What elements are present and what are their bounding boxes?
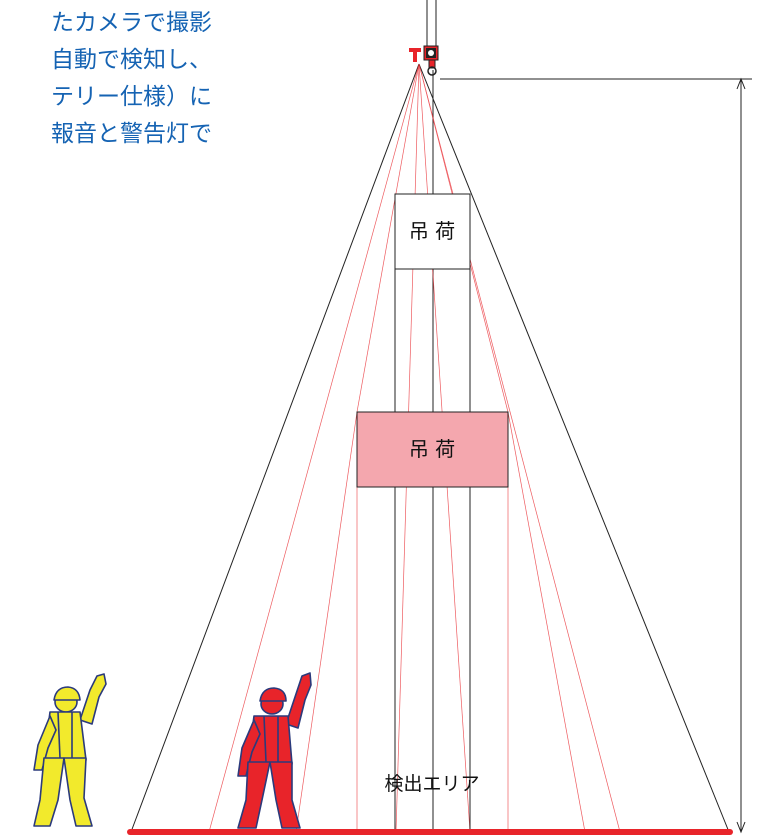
height-dimension-line xyxy=(440,77,752,834)
load-box-lower xyxy=(356,411,509,488)
load-box-upper xyxy=(394,193,471,270)
detection-sight-lines xyxy=(208,63,621,833)
detection-area-bar xyxy=(127,829,733,835)
load-lower-label: 吊 荷 xyxy=(409,437,455,461)
camera-view-cone xyxy=(130,63,730,833)
description-line-2: 自動で検知し、 xyxy=(51,47,212,73)
description-line-3: テリー仕様）に xyxy=(51,84,212,110)
worker-yellow-icon xyxy=(33,673,107,827)
description-line-4: 報音と警告灯で xyxy=(51,121,212,147)
crane-hook-camera-icon xyxy=(409,45,439,76)
description-line-1: たカメラで撮影 xyxy=(51,10,212,36)
worker-red-icon xyxy=(237,672,312,829)
load-guide-lines xyxy=(394,194,471,832)
load-upper-label: 吊 荷 xyxy=(409,219,455,243)
detection-area-label: 検出エリア xyxy=(384,773,479,795)
